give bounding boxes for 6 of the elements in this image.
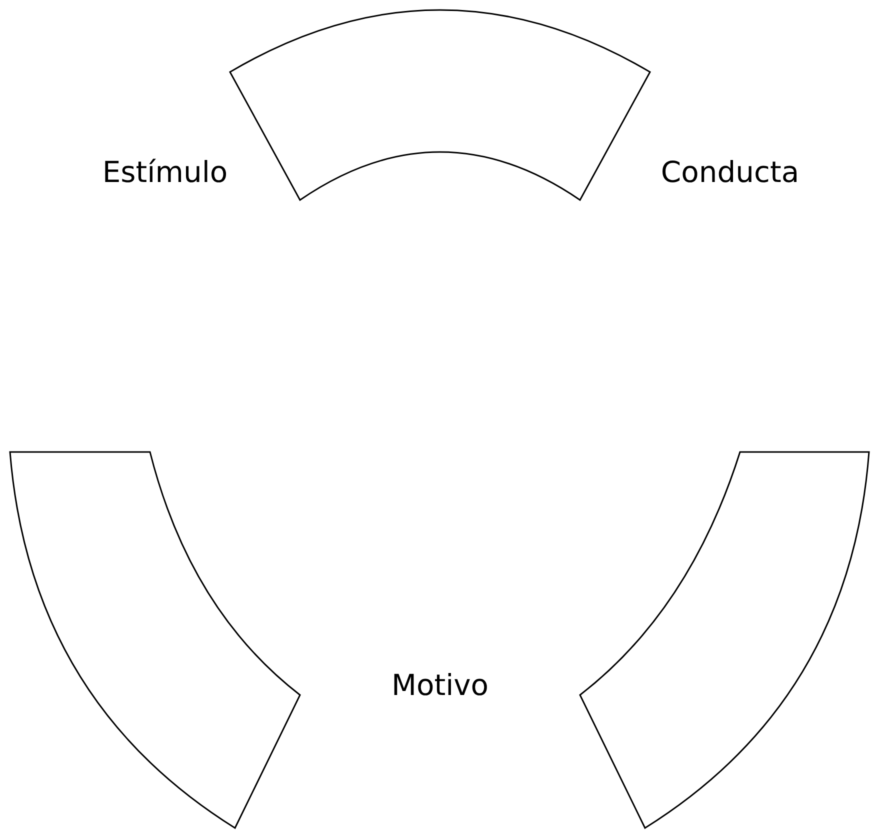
arc-band xyxy=(579,451,870,829)
stage-label: Conducta xyxy=(660,155,800,189)
arc-band xyxy=(229,9,651,201)
stage-label: Motivo xyxy=(391,668,489,702)
arc-band xyxy=(9,451,301,829)
stage-label: Estímulo xyxy=(102,155,228,189)
